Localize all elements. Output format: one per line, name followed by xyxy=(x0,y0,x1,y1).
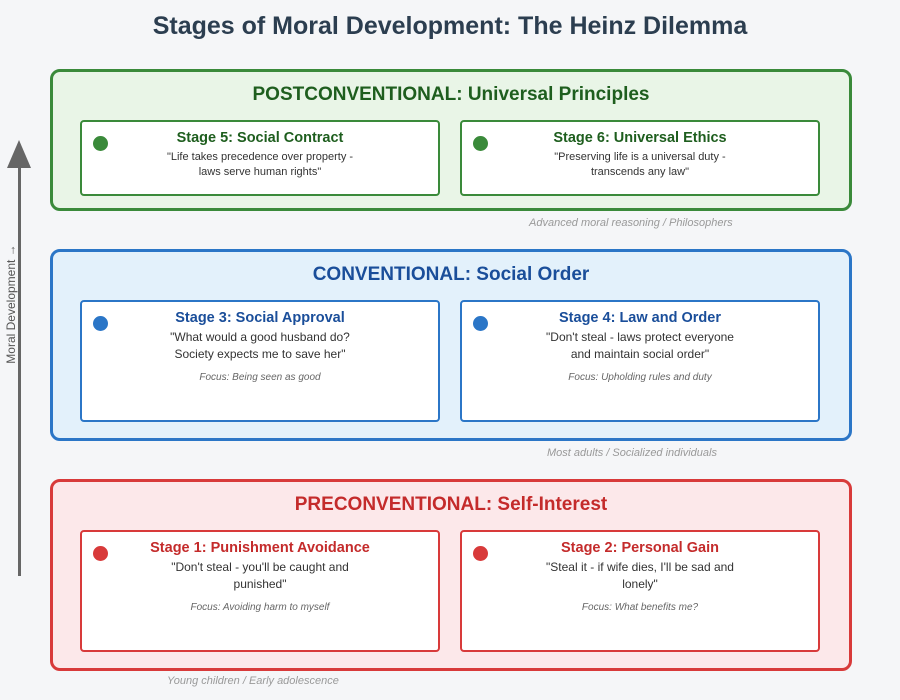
stage-focus: Focus: Upholding rules and duty xyxy=(568,372,712,383)
level-conventional: CONVENTIONAL: Social Order Stage 3: Soci… xyxy=(50,249,852,441)
stage-dot xyxy=(473,136,488,151)
level-note-conventional: Most adults / Socialized individuals xyxy=(547,447,717,459)
stage-dot xyxy=(93,546,108,561)
stage-title: Stage 5: Social Contract xyxy=(176,130,344,146)
stage-focus: Focus: What benefits me? xyxy=(581,602,699,613)
axis-arrow-head xyxy=(7,140,31,168)
stage-title: Stage 6: Universal Ethics xyxy=(553,130,727,146)
stage-3-card: Stage 3: Social Approval "What would a g… xyxy=(80,300,440,422)
axis-arrow-line xyxy=(18,166,21,576)
stage-dot xyxy=(93,136,108,151)
stage-dot xyxy=(473,546,488,561)
stage-quote: "Preserving life is a universal duty - t… xyxy=(554,151,726,178)
stage-title: Stage 2: Personal Gain xyxy=(561,540,719,556)
axis-label-text: Moral Development → xyxy=(4,244,18,364)
level-title: POSTCONVENTIONAL: Universal Principles xyxy=(252,84,650,105)
stage-quote: "What would a good husband do? Society e… xyxy=(170,330,350,361)
stage-quote: "Don't steal - you'll be caught and puni… xyxy=(171,560,349,591)
stage-4-card: Stage 4: Law and Order "Don't steal - la… xyxy=(460,300,820,422)
stage-5-card: Stage 5: Social Contract "Life takes pre… xyxy=(80,120,440,196)
level-note-postconventional: Advanced moral reasoning / Philosophers xyxy=(529,217,733,229)
stage-2-card: Stage 2: Personal Gain "Steal it - if wi… xyxy=(460,530,820,652)
level-postconventional: POSTCONVENTIONAL: Universal Principles S… xyxy=(50,69,852,211)
stage-title: Stage 4: Law and Order xyxy=(559,310,721,326)
stage-focus: Focus: Avoiding harm to myself xyxy=(190,602,330,613)
stage-quote: "Life takes precedence over property - l… xyxy=(166,151,354,178)
stage-quote: "Steal it - if wife dies, I'll be sad an… xyxy=(546,560,734,591)
stage-focus: Focus: Being seen as good xyxy=(199,372,321,383)
stage-dot xyxy=(473,316,488,331)
level-title: PRECONVENTIONAL: Self-Interest xyxy=(294,494,608,515)
stage-title: Stage 1: Punishment Avoidance xyxy=(150,540,370,556)
stage-dot xyxy=(93,316,108,331)
diagram-title: Stages of Moral Development: The Heinz D… xyxy=(152,12,748,40)
stage-quote: "Don't steal - laws protect everyone and… xyxy=(546,330,734,361)
level-preconventional: PRECONVENTIONAL: Self-Interest Stage 1: … xyxy=(50,479,852,671)
stage-title: Stage 3: Social Approval xyxy=(175,310,345,326)
stage-1-card: Stage 1: Punishment Avoidance "Don't ste… xyxy=(80,530,440,652)
level-title: CONVENTIONAL: Social Order xyxy=(312,264,590,285)
stage-6-card: Stage 6: Universal Ethics "Preserving li… xyxy=(460,120,820,196)
level-note-preconventional: Young children / Early adolescence xyxy=(167,675,339,687)
